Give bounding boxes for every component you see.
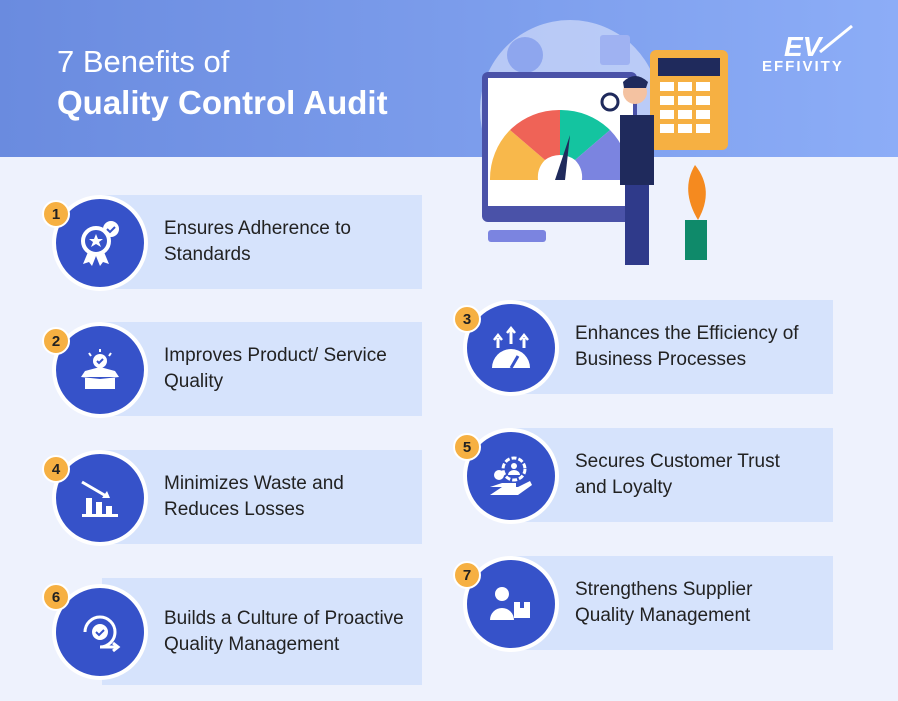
benefit-card (102, 195, 422, 289)
benefit-card (102, 450, 422, 544)
benefit-number: 7 (453, 561, 481, 589)
bar-chart-down-icon (52, 450, 148, 546)
benefit-card (513, 428, 833, 522)
benefit-label: Ensures Adherence to Standards (164, 218, 351, 265)
benefit-label: Minimizes Waste and Reduces Losses (164, 473, 344, 520)
benefit-card (513, 300, 833, 394)
benefit-label: Strengthens Supplier Quality Management (575, 579, 753, 626)
benefit-label: Enhances the Efficiency of Business Proc… (575, 323, 799, 370)
benefit-number: 1 (42, 200, 70, 228)
title-line1: 7 Benefits of (57, 44, 230, 79)
benefit-number: 6 (42, 583, 70, 611)
benefit-number: 3 (453, 305, 481, 333)
header-banner: 7 Benefits of Quality Control Audit (0, 0, 898, 157)
audit-illustration (480, 20, 728, 265)
benefit-number: 2 (42, 327, 70, 355)
benefit-label: Secures Customer Trust and Loyalty (575, 451, 780, 498)
benefit-card (513, 556, 833, 650)
benefit-card (102, 578, 422, 685)
benefit-card (102, 322, 422, 416)
benefit-label: Improves Product/ Service Quality (164, 345, 387, 392)
title-line2: Quality Control Audit (57, 84, 388, 121)
svg-text:EV: EV (784, 31, 824, 62)
benefit-label: Builds a Culture of Proactive Quality Ma… (164, 607, 404, 655)
benefit-number: 5 (453, 433, 481, 461)
effivity-logo-mark: EV (784, 24, 853, 62)
growth-gauge-icon (463, 300, 559, 396)
benefit-number: 4 (42, 455, 70, 483)
logo-text: EFFIVITY (762, 58, 844, 75)
